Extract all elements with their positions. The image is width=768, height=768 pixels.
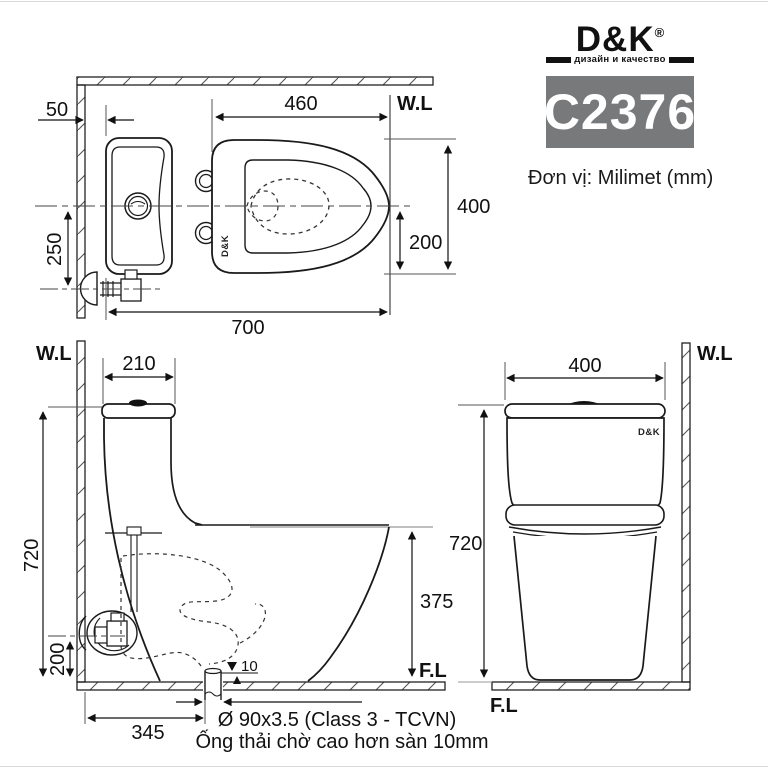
registered-mark-icon: ®: [654, 25, 665, 40]
dim-side-supply-height: 200: [47, 643, 69, 676]
bowl-lid-top: [211, 139, 390, 274]
top-view-wall-vertical: [76, 84, 86, 319]
dim-side-drain-offset: 345: [131, 722, 164, 744]
seat-band-front: [505, 504, 665, 526]
brand-watermark-top: D&K: [220, 235, 231, 257]
bowl-rear-outline: [307, 526, 390, 682]
floor-pointer-icon: [233, 676, 241, 684]
supply-valve-top: [79, 269, 142, 306]
supply-valve-side: [78, 610, 138, 656]
flush-button-side: [129, 399, 147, 407]
dim-side-total-height: 720: [21, 539, 43, 572]
dim-top-supply-offset: 250: [44, 233, 66, 266]
seat-inner-top: [244, 159, 372, 254]
model-code: C2376: [543, 84, 697, 140]
page-bottom-border: [0, 766, 768, 767]
dim-top-wall-offset: 50: [46, 99, 68, 121]
top-view-wall-horizontal: [76, 76, 434, 86]
bowl-rim-curve: [508, 526, 662, 535]
dim-front-height: 720: [449, 533, 482, 555]
drain-height-note: Ống thải chờ cao hơn sàn 10mm: [195, 729, 488, 753]
water-line-label-top: W.L: [397, 93, 433, 115]
tagline-bar-right: [668, 56, 695, 63]
hose-connector: [126, 526, 142, 536]
model-code-box: C2376: [543, 76, 697, 148]
dim-top-seat-length: 460: [284, 93, 317, 115]
tank-rear-outline: [170, 418, 203, 526]
water-line-label-side: W.L: [36, 343, 72, 365]
water-line-label-front: W.L: [697, 343, 733, 365]
dim-top-total-depth: 700: [231, 317, 264, 339]
front-view: W.L F.L D&K 400 720: [449, 342, 733, 717]
drain-pipe-top: [204, 667, 222, 675]
flush-button-detail: [130, 200, 146, 205]
side-view-floor: [76, 681, 446, 691]
brand-tagline: дизайн и качество: [574, 54, 666, 65]
brand-tagline-row: дизайн и качество: [546, 54, 695, 65]
brand-block: D&K® дизайн и качество C2376 Đơn vị: Mil…: [528, 22, 713, 190]
dim-pipe-protrusion: 10: [241, 658, 258, 675]
page-top-border: [0, 1, 768, 2]
unit-note: Đơn vị: Milimet (mm): [528, 167, 714, 189]
floor-line-label-front: F.L: [490, 695, 518, 717]
side-view: W.L: [21, 340, 489, 753]
elevation-triangle-icon: [227, 662, 237, 671]
bowl-hidden-outline: [250, 178, 330, 235]
dim-front-width: 400: [568, 355, 601, 377]
tagline-bar-left: [546, 56, 572, 63]
trapway-hidden-outline: [120, 553, 267, 670]
brand-logo: D&K®: [546, 22, 694, 57]
pedestal-front: [513, 535, 657, 681]
dim-side-rim-height: 375: [420, 591, 453, 613]
pipe-break-line: [204, 691, 222, 697]
front-view-floor: [491, 681, 691, 691]
dim-side-tank-depth: 210: [122, 353, 155, 375]
dim-top-bowl-width: 400: [457, 196, 490, 218]
drain-spec-note: Ø 90x3.5 (Class 3 - TCVN): [218, 709, 457, 731]
sump-hidden-outline: [246, 190, 279, 222]
tank-lid-front: [504, 403, 666, 419]
brand-watermark-front: D&K: [638, 427, 660, 438]
floor-line-label-side: F.L: [419, 660, 447, 682]
top-view: 50 460 W.L 400 200 250 700 D&K: [35, 76, 490, 339]
brand-name: D&K: [575, 20, 655, 59]
side-view-wall: [76, 340, 86, 683]
dim-top-half-width: 200: [409, 232, 442, 254]
pedestal-front-outline: [103, 418, 161, 682]
front-view-wall: [681, 342, 691, 683]
